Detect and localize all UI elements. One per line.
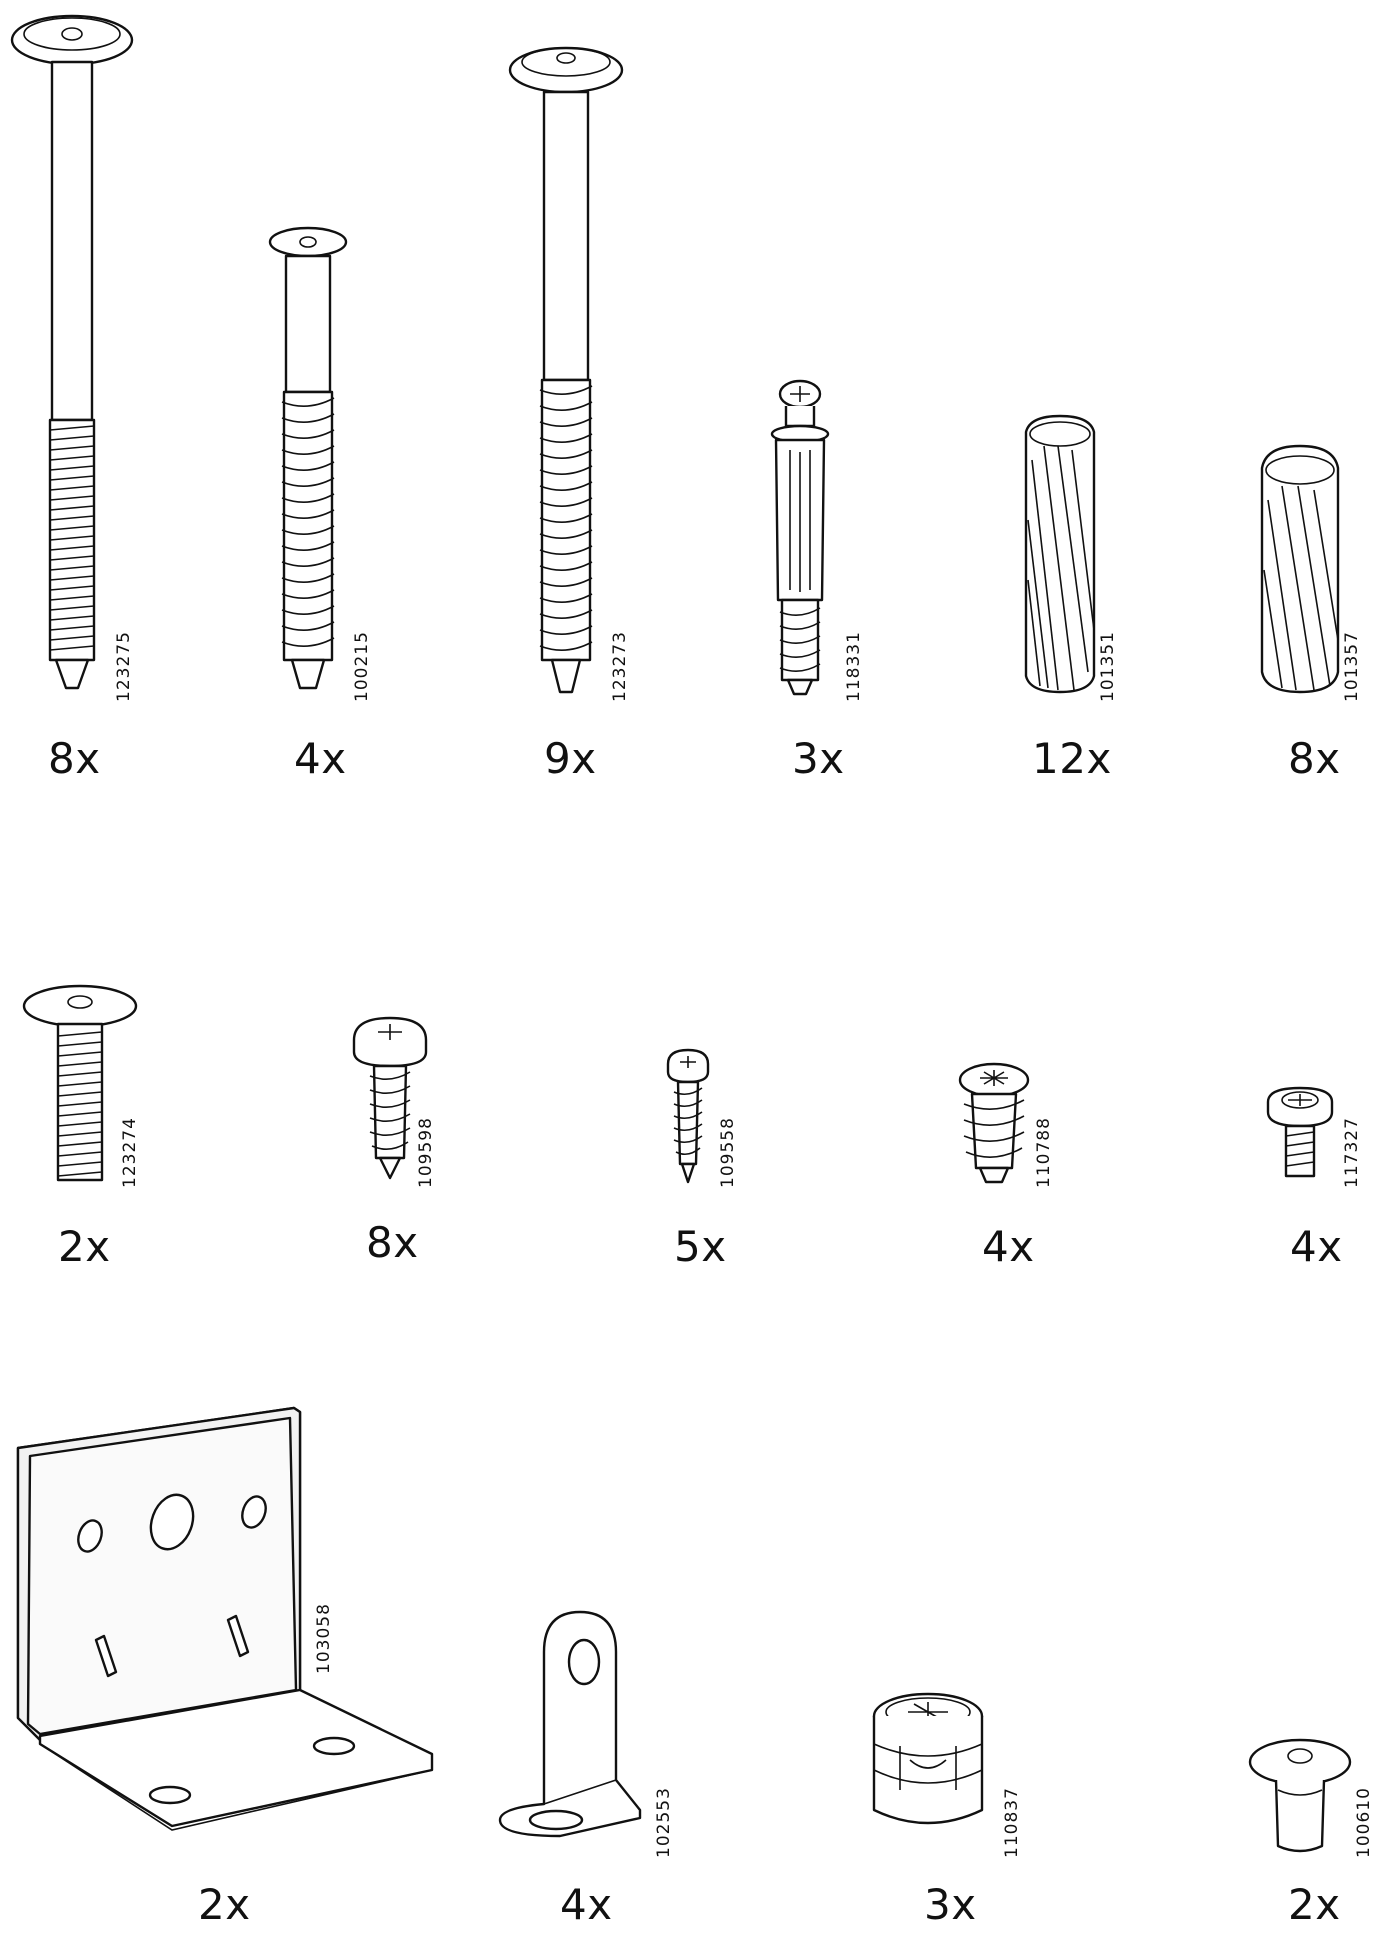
quantity-label: 12x bbox=[1032, 734, 1112, 783]
part-code: 110788 bbox=[1034, 1117, 1054, 1188]
barrel-nut-icon bbox=[1248, 1738, 1352, 1853]
part-code: 110837 bbox=[1002, 1787, 1022, 1858]
quantity-label: 9x bbox=[544, 734, 597, 783]
euro-screw-icon bbox=[958, 1062, 1030, 1184]
part-code: 100610 bbox=[1354, 1787, 1374, 1858]
long-wood-screw-icon bbox=[508, 46, 624, 694]
cam-lock-icon bbox=[872, 1692, 984, 1825]
small-pan-head-screw-icon bbox=[666, 1048, 710, 1184]
small-l-bracket-icon bbox=[498, 1610, 642, 1838]
quantity-label: 2x bbox=[1288, 1880, 1341, 1929]
wooden-dowel-icon bbox=[1024, 414, 1096, 694]
countersunk-wood-screw-icon bbox=[268, 226, 348, 690]
quantity-label: 4x bbox=[560, 1880, 613, 1929]
quantity-label: 5x bbox=[674, 1222, 727, 1271]
quantity-label: 3x bbox=[924, 1880, 977, 1929]
part-code: 101357 bbox=[1342, 631, 1362, 702]
quantity-label: 4x bbox=[982, 1222, 1035, 1271]
quantity-label: 4x bbox=[294, 734, 347, 783]
quantity-label: 8x bbox=[1288, 734, 1341, 783]
part-code: 109598 bbox=[416, 1117, 436, 1188]
part-code: 123274 bbox=[120, 1117, 140, 1188]
part-code: 123273 bbox=[610, 631, 630, 702]
thick-wooden-dowel-icon bbox=[1260, 444, 1340, 694]
quantity-label: 4x bbox=[1290, 1222, 1343, 1271]
quantity-label: 2x bbox=[198, 1880, 251, 1929]
long-bolt-icon bbox=[10, 14, 134, 690]
part-code: 123275 bbox=[114, 631, 134, 702]
quantity-label: 8x bbox=[366, 1218, 419, 1267]
pan-head-screw-icon bbox=[352, 1016, 428, 1180]
cam-dowel-screw-icon bbox=[770, 379, 830, 696]
part-code: 102553 bbox=[654, 1787, 674, 1858]
quantity-label: 2x bbox=[58, 1222, 111, 1271]
part-code: 101351 bbox=[1098, 631, 1118, 702]
part-code: 117327 bbox=[1342, 1117, 1362, 1188]
part-code: 103058 bbox=[314, 1603, 334, 1674]
quantity-label: 8x bbox=[48, 734, 101, 783]
part-code: 118331 bbox=[844, 631, 864, 702]
part-code: 109558 bbox=[718, 1117, 738, 1188]
angle-bracket-icon bbox=[16, 1406, 434, 1831]
short-bolt-icon bbox=[22, 984, 138, 1182]
short-machine-screw-icon bbox=[1266, 1086, 1334, 1178]
quantity-label: 3x bbox=[792, 734, 845, 783]
part-code: 100215 bbox=[352, 631, 372, 702]
